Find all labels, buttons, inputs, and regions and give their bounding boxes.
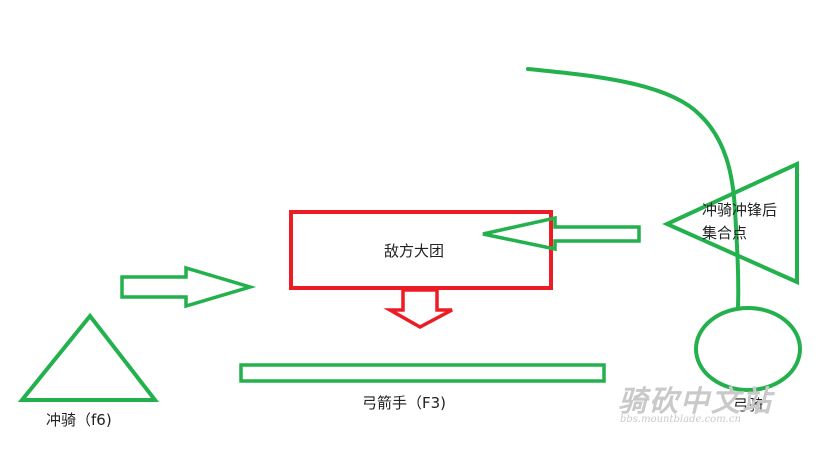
horse-archers-label: 弓骑 bbox=[733, 396, 764, 414]
watermark-url: bbs.mountblade.com.cn bbox=[620, 414, 741, 425]
charge-cavalry-triangle bbox=[17, 312, 160, 402]
archer-line-bar bbox=[239, 363, 606, 383]
watermark-title: 骑砍中文站 bbox=[618, 384, 774, 418]
rally-arrow-left bbox=[482, 215, 641, 252]
enemy-main-force-box bbox=[289, 210, 553, 290]
archers-label: 弓箭手（F3) bbox=[362, 394, 447, 412]
enemy-main-force-label: 敌方大团 bbox=[384, 242, 445, 260]
charge-arrow-right bbox=[120, 265, 257, 309]
charge-cavalry-label: 冲骑（f6) bbox=[46, 411, 112, 429]
rally-point-label-line2: 集合点 bbox=[702, 224, 748, 242]
horse-archer-path bbox=[526, 67, 741, 310]
enemy-advance-arrow-down bbox=[383, 288, 453, 329]
rally-point-label-line1: 冲骑冲锋后 bbox=[702, 201, 778, 219]
horse-archer-ellipse bbox=[694, 306, 802, 392]
